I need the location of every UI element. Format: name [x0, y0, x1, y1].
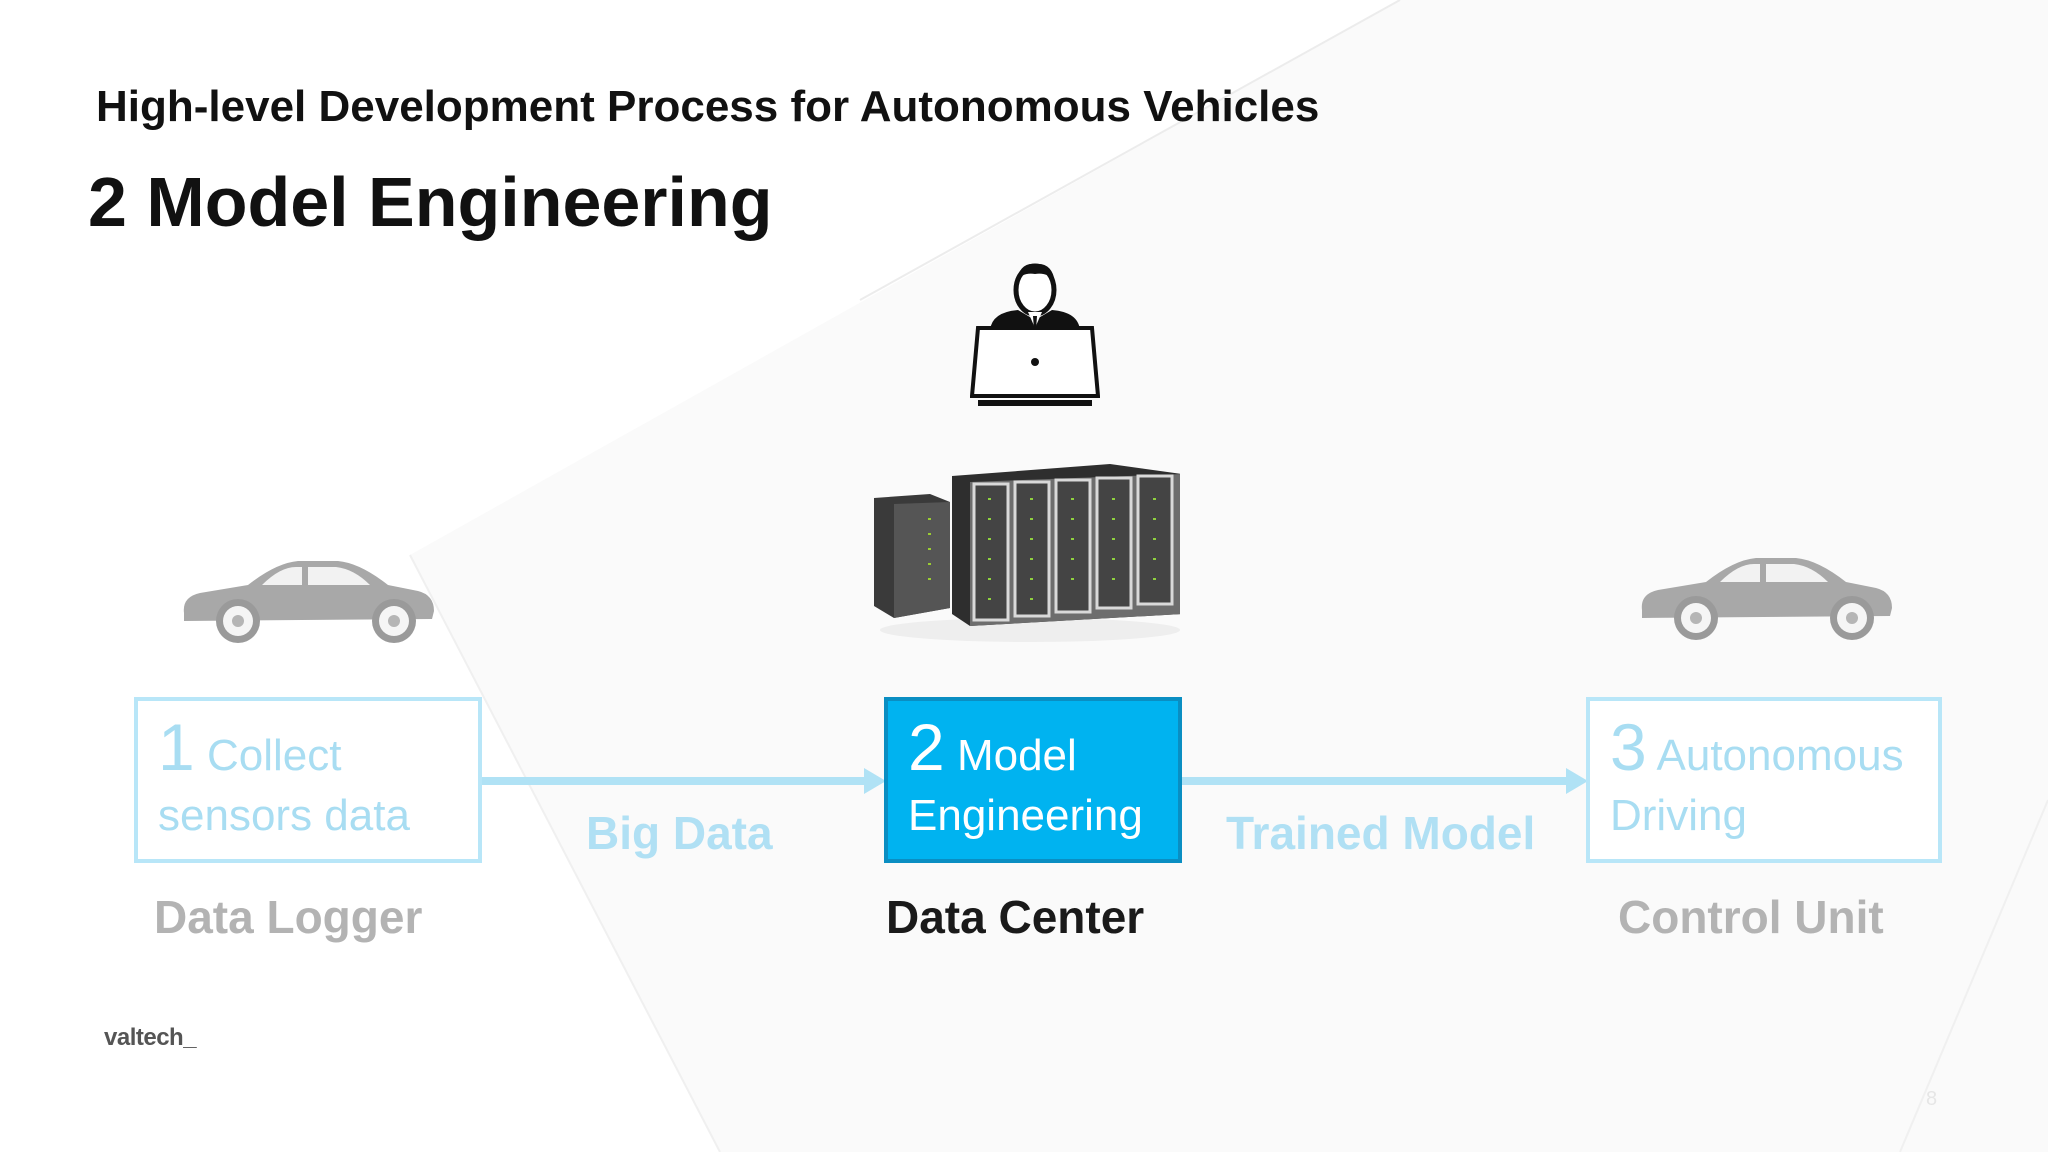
- stage-label-line1: Model: [956, 731, 1077, 780]
- car-icon: [1636, 552, 1896, 647]
- arrow-right-icon: [1182, 768, 1588, 794]
- connector-label-trained-model: Trained Model: [1226, 807, 1536, 859]
- stage-number: 2: [908, 710, 945, 784]
- stage-number: 1: [158, 710, 195, 784]
- server-rack-icon: [870, 458, 1182, 653]
- device-label-data-logger: Data Logger: [154, 891, 423, 943]
- stage-label-line1: Autonomous: [1656, 731, 1904, 780]
- connector-label-big-data: Big Data: [586, 807, 773, 859]
- device-label-data-center: Data Center: [886, 891, 1145, 943]
- slide-supertitle: High-level Development Process for Auton…: [96, 82, 1320, 131]
- valtech-logo: valtech_: [104, 1024, 197, 1051]
- arrow-right-icon: [480, 768, 886, 794]
- stage-label-line2: Driving: [1610, 791, 1747, 840]
- stage-number: 3: [1610, 710, 1647, 784]
- stage-label-line2: sensors data: [158, 791, 410, 840]
- stage-label-line2: Engineering: [908, 791, 1143, 840]
- slide-title: 2 Model Engineering: [88, 163, 773, 241]
- engineer-laptop-icon: [969, 250, 1101, 415]
- stage-box-collect: 1 Collect sensors data: [134, 697, 482, 863]
- car-icon: [178, 555, 438, 650]
- stage-box-model-engineering: 2 Model Engineering: [884, 697, 1182, 863]
- page-number: 8: [1926, 1088, 1938, 1110]
- stage-label-line1: Collect: [206, 731, 342, 780]
- stage-box-autonomous-driving: 3 Autonomous Driving: [1586, 697, 1942, 863]
- device-label-control-unit: Control Unit: [1618, 891, 1884, 943]
